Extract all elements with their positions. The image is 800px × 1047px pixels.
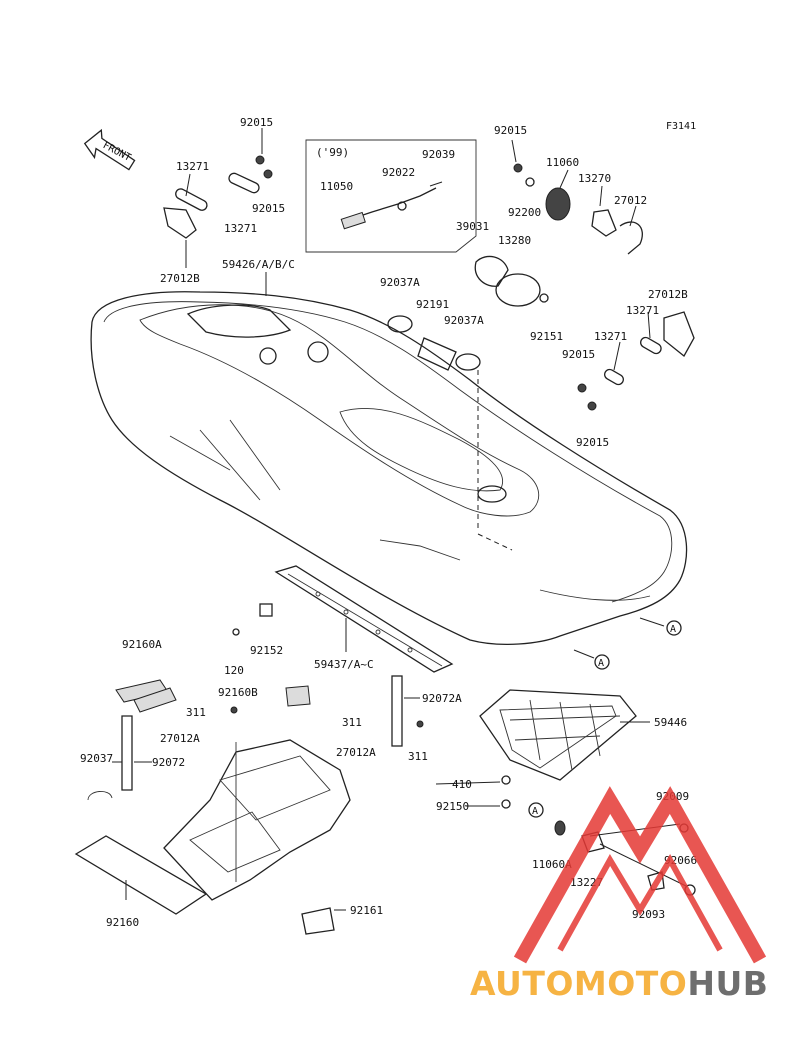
part-label: 92037A [380,276,420,289]
hose-clamps [387,315,513,551]
part-label: 92022 [382,166,415,179]
part-label: 92160 [106,916,139,929]
part-label: 92160B [218,686,258,699]
part-label: 59426/A/B/C [222,258,295,271]
svg-text:A: A [670,624,676,635]
part-label: 11050 [320,180,353,193]
part-label: 27012B [160,272,200,285]
watermark-logo: AUTOMOTOHUB [470,786,768,1003]
part-label: 13270 [578,172,611,185]
part-label: 311 [186,706,206,719]
part-label: 92037 [80,752,113,765]
part-label: 120 [224,664,244,677]
hardware-top-right [474,163,695,411]
front-label: FRONT [101,140,133,164]
part-label: 92160A [122,638,162,651]
inset-label: ('99) [316,146,349,159]
hardware-top-left [163,155,273,239]
leader-lines [112,128,651,911]
part-label: 92037A [444,314,484,327]
inset-box-99: ('99) [305,139,477,253]
lower-left-parts [74,603,424,935]
part-label: 92015 [240,116,273,129]
part-label: 13271 [594,330,627,343]
part-label: 92015 [494,124,527,137]
part-label: 311 [408,750,428,763]
part-label: 92015 [562,348,595,361]
watermark-part2: HUB [687,964,768,1003]
part-label: 92191 [416,298,449,311]
callout-a-3: A [528,802,544,818]
watermark-text-auto: AUTOMOTOHUB [470,964,768,1003]
part-label: 11060 [546,156,579,169]
part-label: 92200 [508,206,541,219]
part-label: 92151 [530,330,563,343]
watermark-triangle-icon [513,786,767,964]
part-label: 27012A [160,732,200,745]
part-label: 92161 [350,904,383,917]
part-label: 13271 [626,304,659,317]
part-label: 27012 [614,194,647,207]
part-label: 27012A [336,746,376,759]
part-label: 59437/A~C [314,658,374,671]
svg-text:A: A [598,658,604,669]
plate-59446 [479,689,637,781]
part-label: 59446 [654,716,687,729]
part-label: 13280 [498,234,531,247]
part-label: 92072A [422,692,462,705]
tray-assembly [163,739,351,901]
part-label: 92152 [250,644,283,657]
callout-a-1: A [639,617,682,636]
figure-code: F3141 [666,121,696,132]
part-label: 92150 [436,800,469,813]
part-label: 11060A [532,858,572,871]
rail-59437 [274,565,454,673]
front-arrow-icon: FRONT [83,128,136,171]
part-label: 311 [342,716,362,729]
part-label: 410 [452,778,472,791]
watermark-part1: AUTOMOTO [470,964,687,1003]
part-label: 39031 [456,220,489,233]
callout-a-2: A [573,649,610,670]
svg-text:A: A [532,806,538,817]
part-label: 92039 [422,148,455,161]
part-label: 13271 [224,222,257,235]
hull-body [90,291,688,646]
part-label: 92015 [576,436,609,449]
part-labels: 92015 13271 92015 13271 27012B 59426/A/B… [80,116,697,929]
part-label: 27012B [648,288,688,301]
part-label: 13271 [176,160,209,173]
part-label: 92015 [252,202,285,215]
part-label: 92072 [152,756,185,769]
